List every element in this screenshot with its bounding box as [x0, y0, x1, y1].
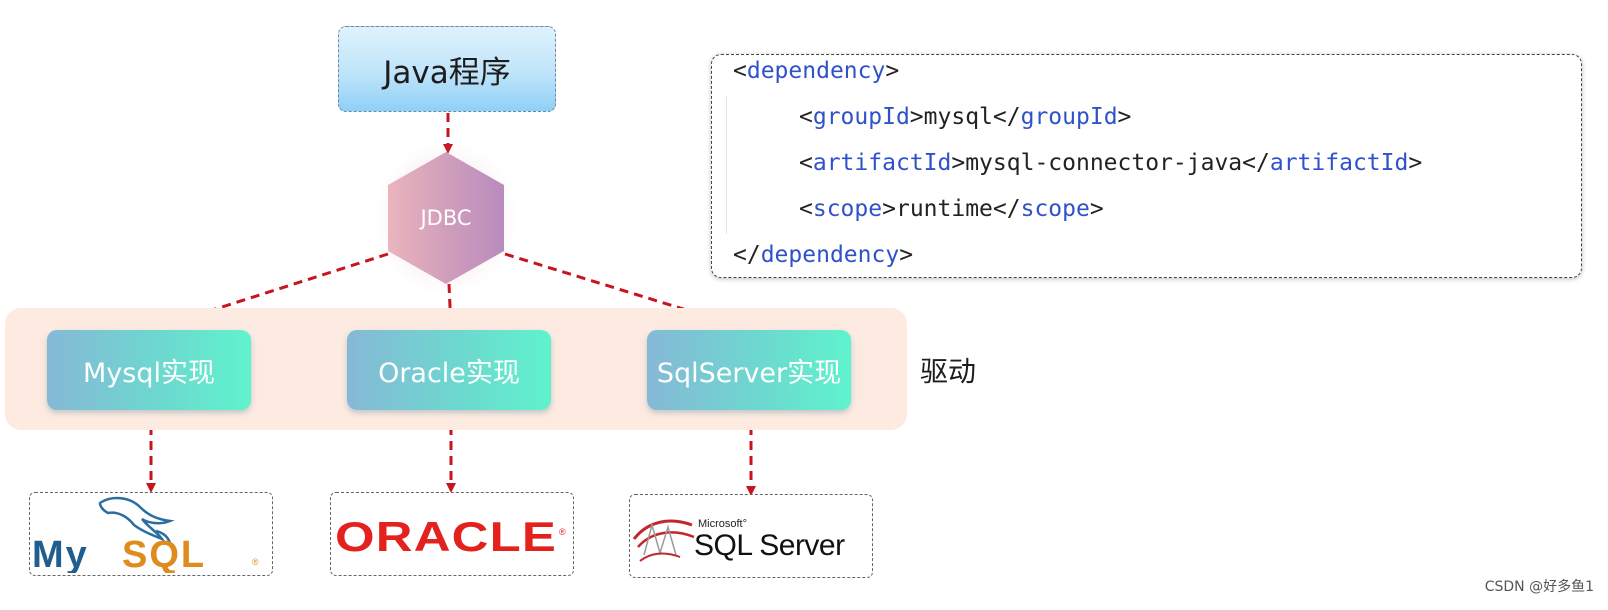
sqlserver-logo-brand: Microsoft° [698, 518, 747, 530]
maven-dependency-code [711, 54, 1582, 278]
oracle-impl-node: Oracle实现 [347, 330, 551, 410]
mysql-logo-box: My SQL ® [29, 492, 273, 576]
mysql-logo-my: My [32, 534, 89, 573]
svg-text:®: ® [559, 527, 566, 537]
code-line-scope: <scope>runtime</scope> [799, 196, 1104, 222]
dolphin-icon [98, 496, 175, 544]
jdbc-node: JDBC [388, 152, 504, 284]
code-indent-guide [726, 96, 727, 234]
sqlserver-impl-node: SqlServer实现 [647, 330, 851, 410]
sqlserver-logo-text: SQL Server [694, 529, 845, 562]
mysql-impl-label: Mysql实现 [83, 357, 215, 389]
mysql-logo-sql: SQL [122, 534, 206, 573]
driver-label: 驱动 [920, 355, 977, 388]
java-program-label: Java程序 [383, 54, 511, 91]
java-program-node: Java程序 [338, 26, 556, 112]
code-line-groupid: <groupId>mysql</groupId> [799, 104, 1132, 130]
code-line-dependency-close: </dependency> [733, 242, 914, 268]
sqlserver-logo: Microsoft° SQL Server [632, 518, 846, 562]
sqlserver-logo-box: Microsoft° SQL Server [629, 494, 873, 578]
mysql-logo: My SQL ® [32, 496, 259, 576]
sqlserver-impl-label: SqlServer实现 [656, 357, 842, 389]
oracle-logo-box: ORACLE ® [330, 492, 574, 576]
svg-text:ORACLE: ORACLE [335, 513, 557, 560]
sqlserver-logo-icon [632, 519, 695, 562]
mysql-impl-node: Mysql实现 [47, 330, 251, 410]
svg-text:®: ® [252, 557, 259, 567]
watermark: CSDN @好多鱼1 [1484, 579, 1594, 595]
oracle-logo: ORACLE ® [335, 513, 566, 560]
oracle-impl-label: Oracle实现 [378, 357, 520, 389]
arrow-jdbc-to-mysql [149, 252, 389, 332]
jdbc-label: JDBC [420, 206, 472, 230]
code-line-artifactid: <artifactId>mysql-connector-java</artifa… [799, 150, 1423, 176]
code-line-dependency-open: <dependency> [733, 58, 900, 84]
